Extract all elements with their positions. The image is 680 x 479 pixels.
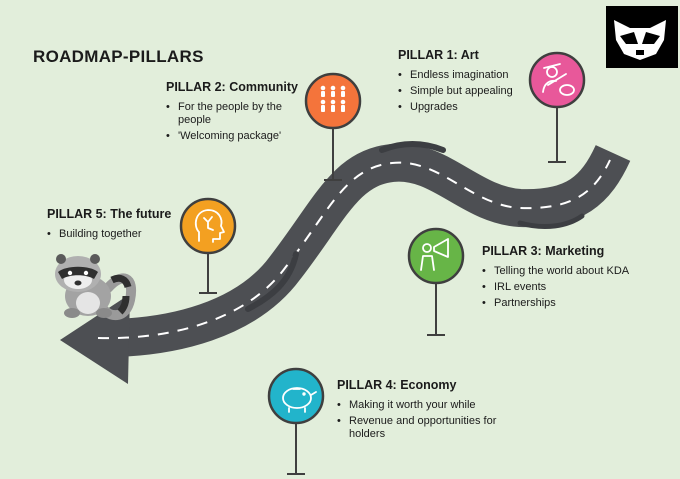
pillar-art: PILLAR 1: Art Endless imagination Simple… (398, 48, 548, 117)
bullet-item: Upgrades (398, 101, 548, 114)
road-shadow-mark (379, 140, 446, 153)
pillar-heading: PILLAR 5: The future (47, 207, 172, 221)
brain-head-icon (194, 209, 225, 243)
pillar-marketing: PILLAR 3: Marketing Telling the world ab… (482, 244, 657, 313)
road (60, 140, 631, 384)
pin-economy (267, 367, 325, 475)
road-lane-dashes (97, 159, 611, 340)
pillar-bullets: Endless imagination Simple but appealing… (398, 69, 548, 114)
bullet-item: Simple but appealing (398, 85, 548, 98)
pillar-future: PILLAR 5: The future Building together (47, 207, 177, 244)
pillar-bullets: Telling the world about KDA IRL events P… (482, 265, 657, 310)
raccoon-mascot (55, 254, 137, 321)
pillar-economy: PILLAR 4: Economy Making it worth your w… (337, 378, 497, 444)
raccoon-mask-logo (606, 6, 678, 68)
pillar-heading: PILLAR 3: Marketing (482, 244, 605, 258)
pillar-heading: PILLAR 4: Economy (337, 378, 457, 392)
page-title: ROADMAP-PILLARS (33, 47, 204, 66)
bullet-item: For the people by the people (166, 101, 306, 127)
bullet-item: Partnerships (482, 297, 657, 310)
megaphone-icon (420, 238, 449, 271)
pin-community (304, 72, 362, 181)
bullet-item: Making it worth your while (337, 399, 497, 412)
people-group-icon (320, 85, 346, 112)
road-shadow-mark (517, 213, 585, 230)
bullet-item: 'Welcoming package' (166, 130, 306, 143)
pillar-bullets: Building together (47, 228, 177, 241)
pin-marketing (407, 227, 465, 336)
bullet-item: Revenue and opportunities for holders (337, 415, 497, 441)
piggy-bank-icon (282, 387, 317, 413)
pillar-community: PILLAR 2: Community For the people by th… (166, 80, 306, 146)
pillar-heading: PILLAR 2: Community (166, 80, 298, 94)
pillar-heading: PILLAR 1: Art (398, 48, 479, 62)
bullet-item: Telling the world about KDA (482, 265, 657, 278)
bullet-item: Building together (47, 228, 177, 241)
pillar-bullets: For the people by the people 'Welcoming … (166, 101, 306, 143)
pin-future (179, 197, 237, 294)
pillar-bullets: Making it worth your while Revenue and o… (337, 399, 497, 441)
road-shadow-mark (245, 251, 299, 312)
bullet-item: Endless imagination (398, 69, 548, 82)
bullet-item: IRL events (482, 281, 657, 294)
